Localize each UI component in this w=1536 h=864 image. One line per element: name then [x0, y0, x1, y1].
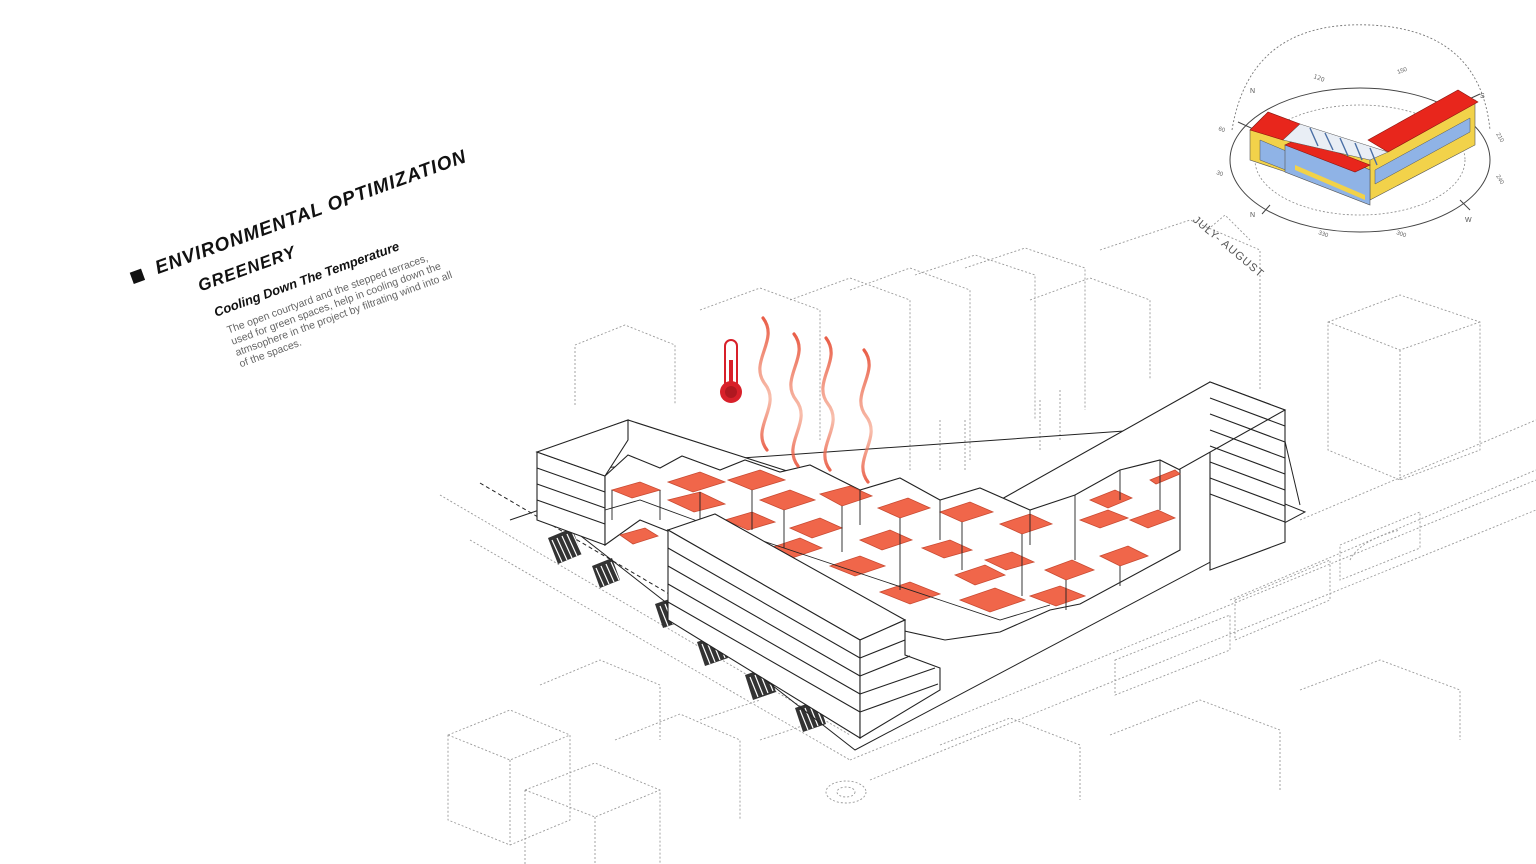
heat-wave-2	[789, 332, 803, 468]
dial-tick: 210	[1494, 132, 1505, 144]
main-building	[535, 381, 1287, 739]
context-buildings	[447, 214, 1481, 864]
sun-study-diagram	[1229, 24, 1491, 233]
dial-north: N	[1250, 88, 1255, 95]
dial-north-lower: N	[1250, 212, 1255, 219]
dial-tick: 240	[1494, 174, 1505, 186]
title-bullet	[129, 268, 146, 284]
dial-tick: 30	[1215, 170, 1224, 178]
dial-tick: 150	[1397, 67, 1409, 76]
heat-waves	[758, 316, 873, 484]
dial-tick: 330	[1317, 230, 1329, 239]
dial-tick: 300	[1395, 230, 1407, 239]
heat-wave-1	[758, 316, 772, 452]
dial-south: S	[1480, 93, 1485, 100]
heat-wave-3	[821, 336, 835, 472]
thermometer-icon	[720, 339, 742, 403]
dial-west: W	[1465, 217, 1472, 224]
dial-tick: 60	[1217, 126, 1226, 134]
heat-wave-4	[859, 348, 873, 484]
dial-tick: 120	[1312, 73, 1325, 84]
